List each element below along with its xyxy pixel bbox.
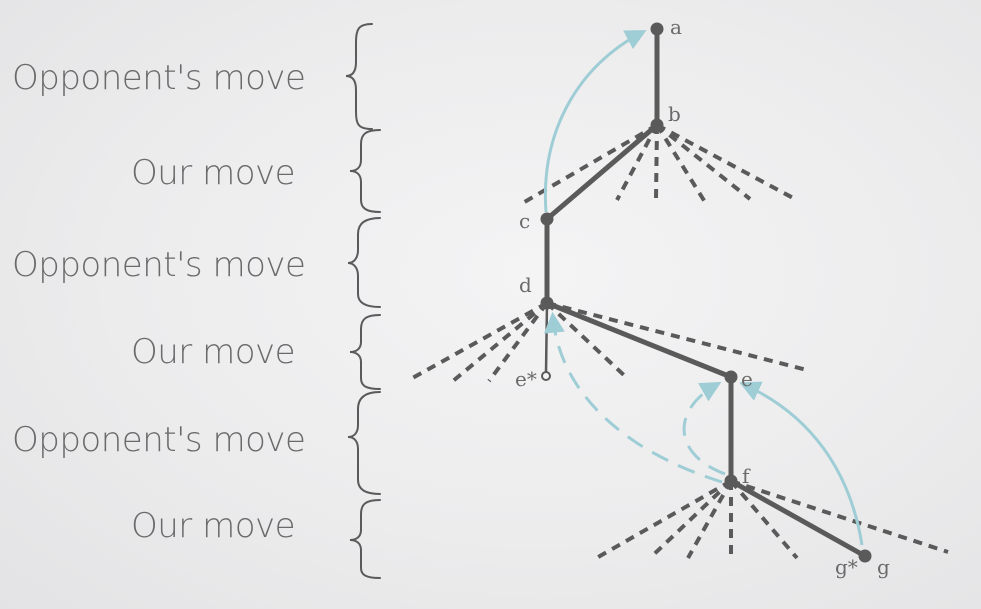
dashed-backup-arrow-f-to-d — [543, 311, 723, 484]
edge-d-e-star — [544, 302, 549, 374]
row-label-our-move-1: Our move — [131, 153, 296, 193]
dashed-branch-d-2 — [451, 301, 549, 383]
brace-opponent-move-3 — [347, 391, 381, 495]
dashed-branch-b-1 — [519, 123, 659, 206]
node-d — [540, 296, 554, 310]
edge-b-c — [544, 122, 660, 222]
node-a — [650, 22, 664, 36]
dashed-branch-b-2 — [615, 124, 659, 201]
brace-our-move-1 — [349, 129, 381, 213]
dashed-branch-b-6 — [656, 123, 796, 201]
node-label-d: d — [519, 273, 532, 297]
backup-arrow-g-to-e — [739, 381, 864, 546]
dashed-branch-d-3 — [487, 301, 549, 383]
node-label-a: a — [670, 15, 682, 39]
brace-opponent-move-1 — [345, 23, 373, 130]
node-e — [724, 370, 738, 384]
brace-our-move-2 — [349, 314, 381, 390]
edge-d-e — [544, 300, 734, 380]
dashed-branch-d-1 — [408, 301, 548, 382]
row-label-our-move-2: Our move — [131, 332, 296, 372]
brace-our-move-3 — [349, 499, 381, 579]
dashed-branch-d-4 — [545, 301, 629, 380]
node-label-g: g — [877, 555, 890, 579]
row-label-opponent-move-3: Opponent's move — [12, 420, 306, 460]
dashed-branch-f-2 — [648, 479, 733, 560]
dashed-backup-arrow-f-to-e — [682, 381, 726, 476]
brace-opponent-move-2 — [347, 217, 381, 308]
row-label-our-move-3: Our move — [131, 506, 296, 546]
dashed-branch-d-5 — [546, 301, 808, 372]
dashed-branch-b-4 — [655, 123, 707, 204]
node-b — [650, 118, 664, 132]
row-label-opponent-move-2: Opponent's move — [12, 245, 306, 285]
node-c — [540, 212, 554, 226]
node-label-e: e — [741, 367, 753, 391]
edge-f-g — [728, 478, 868, 559]
node-label-b: b — [668, 102, 681, 126]
node-label-g-star: g* — [835, 555, 858, 579]
dashed-branch-b-5 — [655, 123, 752, 201]
node-label-e-star: e* — [515, 367, 537, 391]
dashed-branch-f-6 — [730, 479, 949, 554]
node-e-star — [541, 371, 551, 381]
node-f — [724, 474, 738, 488]
row-label-opponent-move-1: Opponent's move — [12, 58, 306, 98]
dashed-branch-f-1 — [592, 479, 732, 562]
node-g — [858, 549, 872, 563]
dashed-branch-f-5 — [729, 479, 799, 560]
backup-arrow-c-to-a — [543, 30, 647, 213]
node-label-f: f — [742, 464, 751, 488]
node-label-c: c — [519, 209, 530, 233]
dashed-branch-b-3 — [654, 124, 659, 200]
